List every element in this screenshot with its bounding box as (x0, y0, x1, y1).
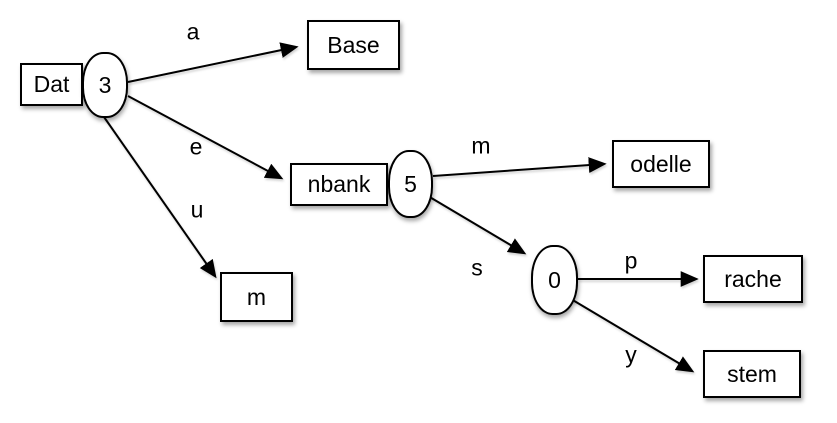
node-dat-count-value: 3 (98, 71, 112, 98)
node-stem-label: stem (727, 360, 777, 387)
node-odelle-label: odelle (630, 150, 692, 177)
edge-label-a: a (186, 18, 200, 45)
edge-label-s: s (471, 254, 483, 281)
edge-label-m: m (471, 132, 491, 159)
node-odelle-box: odelle (612, 140, 710, 188)
edge-dat-m (103, 116, 217, 279)
node-rache-label: rache (724, 265, 782, 292)
node-nbank-count-value: 5 (404, 170, 417, 197)
edge-nbank-odelle (432, 157, 607, 177)
edge-nbank-zero (427, 195, 527, 255)
node-nbank-box: nbank (290, 163, 388, 206)
node-zero-count-value: 0 (548, 266, 561, 293)
edge-label-y: y (625, 341, 637, 368)
edge-label-u: u (190, 196, 204, 223)
node-dat-label: Dat (33, 71, 70, 97)
node-dat-box: Dat (20, 63, 83, 106)
node-dat-count-badge: 3 (82, 52, 128, 118)
edge-zero-stem (570, 298, 695, 373)
node-base-label: Base (327, 31, 380, 58)
edge-dat-nbank (127, 95, 284, 180)
node-rache-box: rache (703, 255, 803, 303)
node-zero-count-badge: 0 (531, 245, 578, 315)
edge-label-e: e (189, 133, 203, 160)
node-stem-box: stem (703, 350, 801, 398)
node-nbank-label: nbank (307, 171, 371, 197)
node-m-box: m (220, 272, 293, 322)
node-nbank-count-badge: 5 (388, 150, 433, 218)
edge-dat-base (127, 42, 299, 83)
edge-label-p: p (624, 247, 638, 274)
node-m-label: m (246, 283, 267, 310)
node-base-box: Base (307, 20, 400, 70)
